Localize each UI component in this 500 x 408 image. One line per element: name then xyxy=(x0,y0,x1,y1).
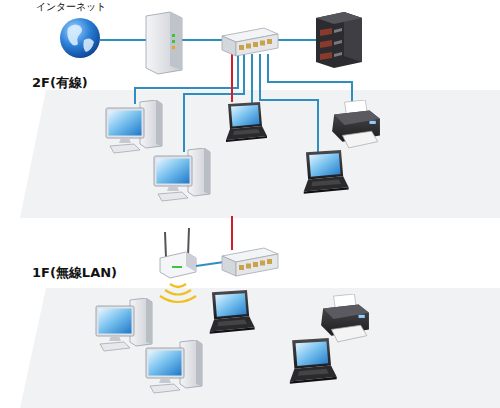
uplink-cable xyxy=(231,54,233,250)
internet-globe: インターネット xyxy=(36,0,126,60)
wireless-signal xyxy=(160,284,196,302)
floor-band-shape xyxy=(0,72,500,218)
floor-plane xyxy=(20,90,500,218)
floor-label: 1F(無線LAN) xyxy=(32,264,500,282)
floor-label: 2F(有線) xyxy=(32,74,500,92)
laptop-pc xyxy=(210,290,255,334)
network-label: インターネット xyxy=(36,0,126,14)
floor-band-shape xyxy=(0,262,500,408)
globe-circle xyxy=(60,18,100,58)
laptop-pc xyxy=(226,102,267,142)
desktop-pc xyxy=(146,340,202,393)
lan-cable xyxy=(196,262,224,266)
router-tower xyxy=(146,12,182,74)
floor-band: 2F(有線) xyxy=(0,72,500,218)
wireless-access-point xyxy=(160,228,196,278)
server-rack xyxy=(316,12,362,68)
desktop-pc xyxy=(154,148,210,201)
globe-continent xyxy=(67,24,94,52)
printer xyxy=(321,294,369,342)
network-switch xyxy=(222,248,278,276)
floor-band: 1F(無線LAN) xyxy=(0,262,500,408)
floor-plane xyxy=(20,288,500,408)
lan-cable xyxy=(100,40,352,152)
printer xyxy=(332,100,380,148)
desktop-pc xyxy=(106,100,162,153)
laptop-pc xyxy=(304,150,349,194)
desktop-pc xyxy=(96,298,152,351)
network-switch xyxy=(222,28,278,56)
laptop-pc xyxy=(290,338,337,384)
